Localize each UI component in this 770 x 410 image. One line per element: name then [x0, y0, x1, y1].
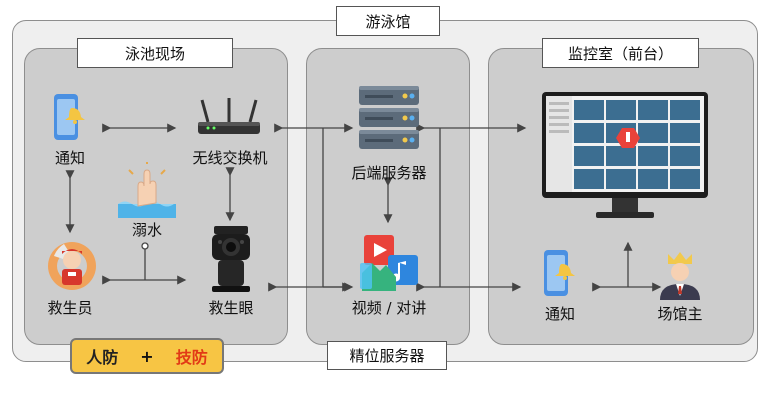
badge-plus: +	[140, 346, 154, 366]
monitor-title: 监控室（前台）	[542, 38, 699, 68]
bottom-server-title: 精位服务器	[327, 341, 447, 370]
server-icon	[357, 84, 421, 152]
drowning-hand-icon	[116, 162, 178, 220]
manager-icon	[654, 250, 706, 302]
router-icon	[194, 96, 264, 140]
camera-icon	[206, 224, 256, 294]
video-intercom-icon	[358, 233, 422, 293]
backend-label: 后端服务器	[351, 164, 427, 182]
lifeguard-icon	[46, 236, 98, 292]
venue-title: 游泳馆	[336, 6, 440, 36]
notify-left-label: 通知	[54, 149, 85, 167]
lifeguard-label: 救生员	[47, 299, 93, 317]
monitor-screen-icon	[540, 90, 710, 222]
switch-label: 无线交换机	[192, 149, 268, 167]
human-plus-tech-badge: 人防 + 技防	[70, 338, 224, 374]
phone-notify-left-icon	[50, 92, 94, 146]
camera-label: 救生眼	[208, 299, 254, 317]
pool-title: 泳池现场	[77, 38, 233, 68]
badge-human: 人防	[86, 348, 119, 367]
drowning-label: 溺水	[131, 221, 162, 239]
badge-tech: 技防	[175, 348, 208, 367]
manager-label: 场馆主	[657, 305, 703, 323]
video-label: 视频 / 对讲	[351, 299, 427, 317]
phone-notify-right-icon	[540, 248, 584, 302]
notify-right-label: 通知	[544, 305, 575, 323]
